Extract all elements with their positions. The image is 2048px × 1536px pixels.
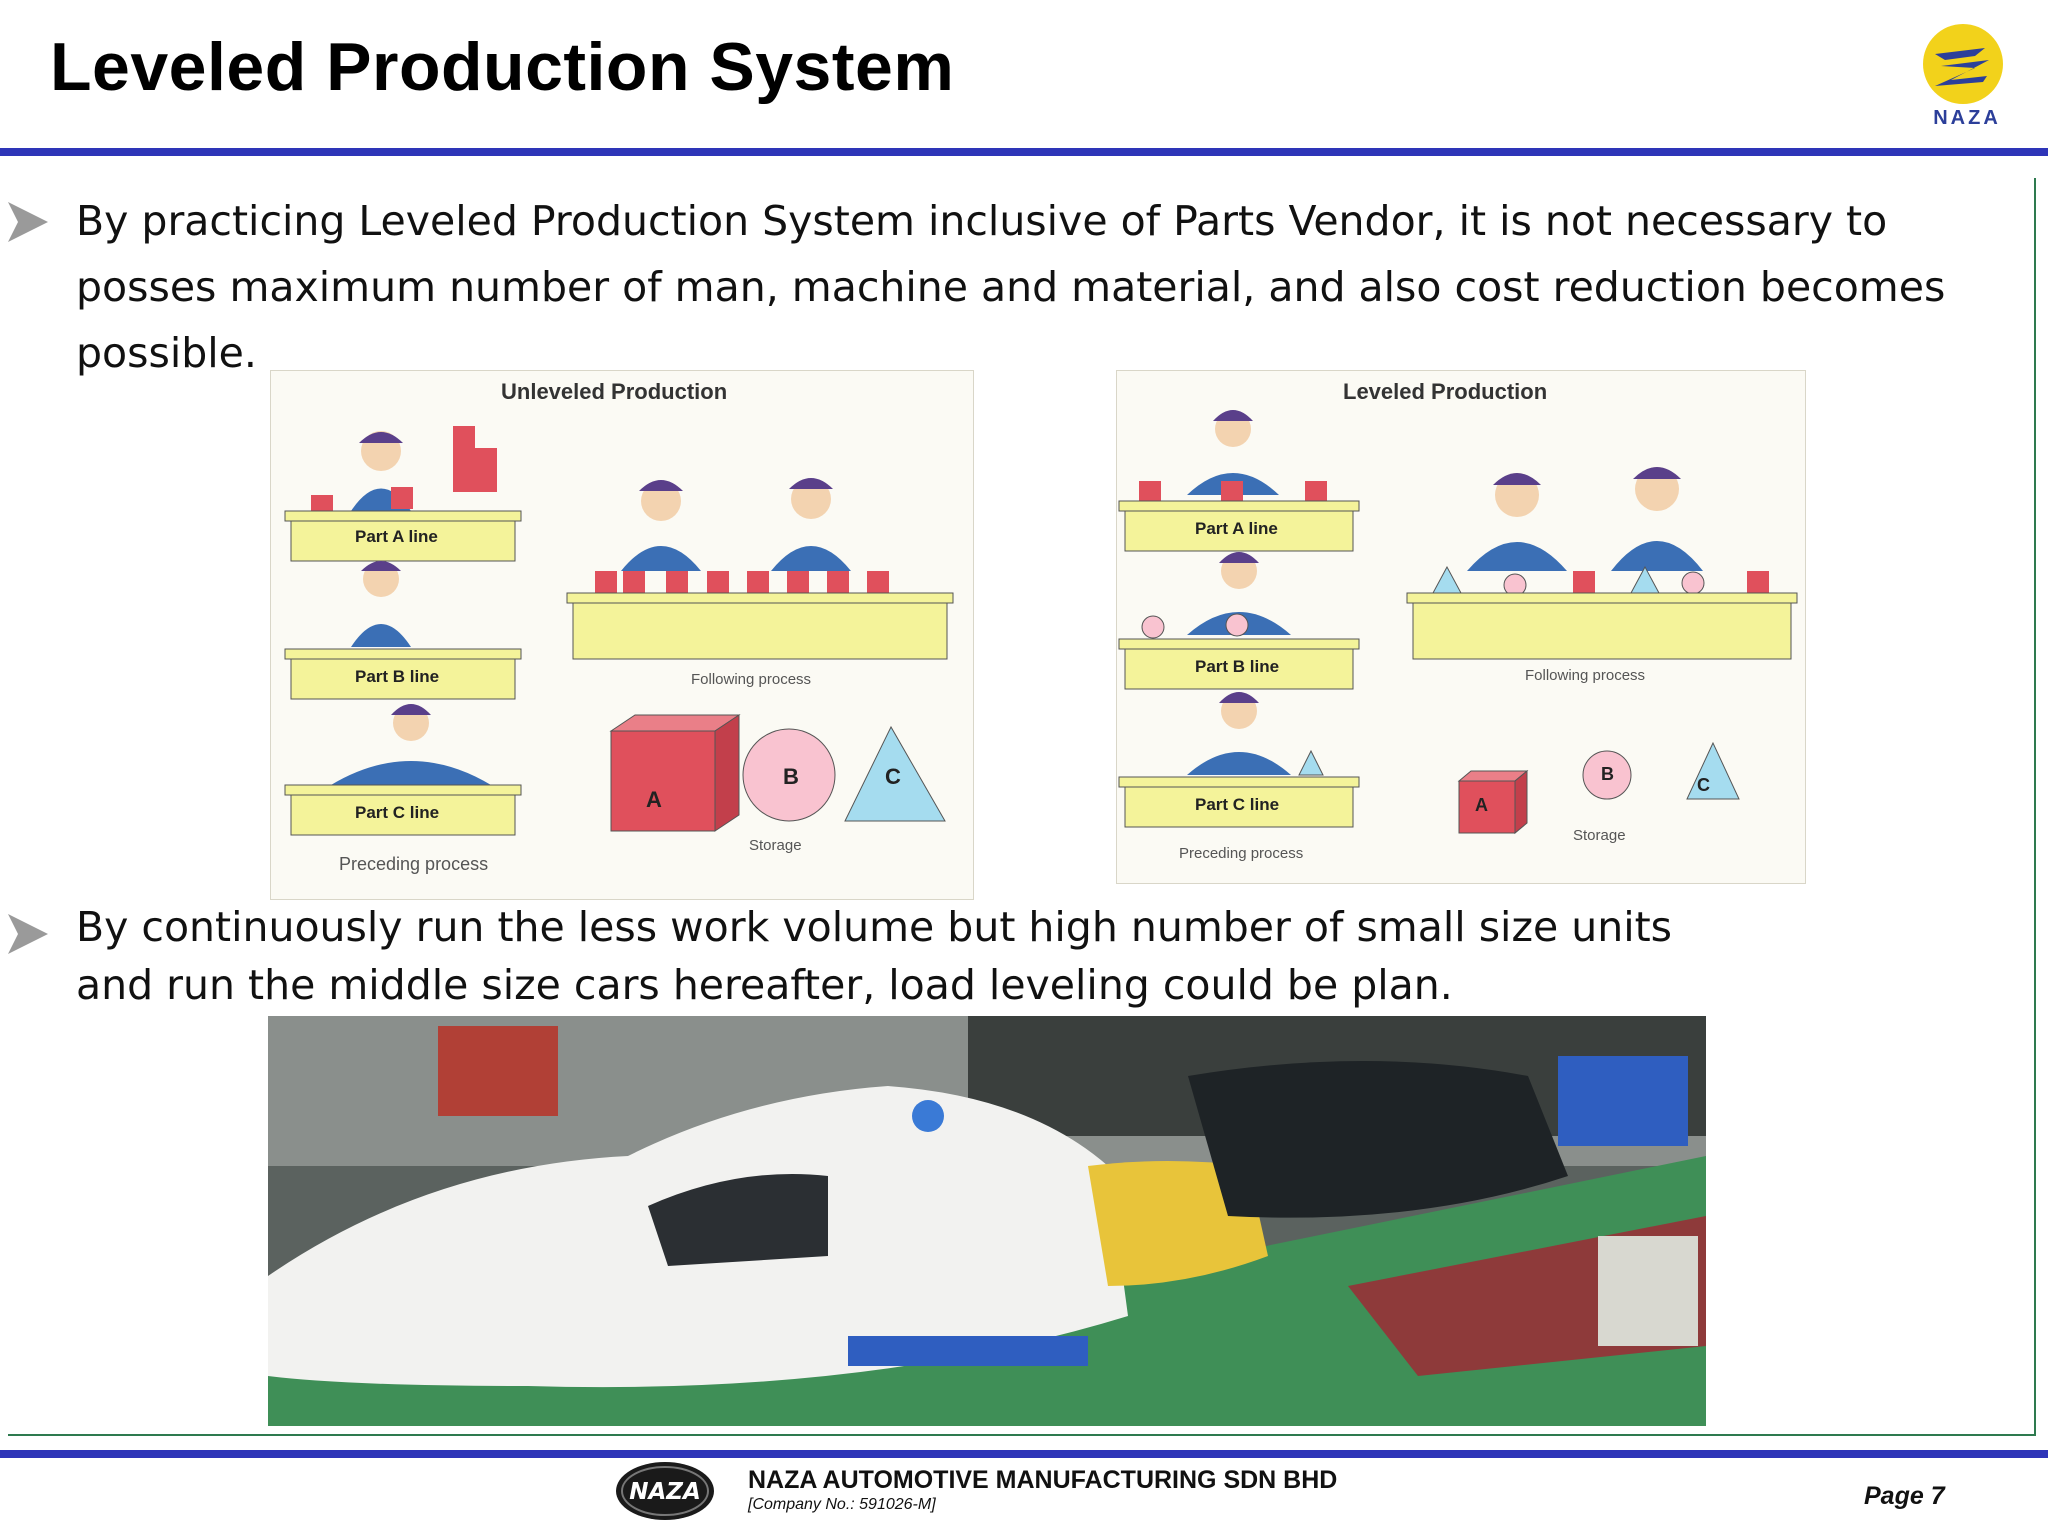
storage-shape-label-a: A [1475,795,1488,815]
unleveled-diagram-title: Unleveled Production [501,379,728,404]
leveled-diagram-title: Leveled Production [1343,379,1548,404]
line-label: Part A line [355,527,438,546]
storage-box-a [610,730,716,832]
bullet-1-line-3: possible. [76,329,257,377]
line-label: Part C line [355,803,440,822]
storage-shape-label-b: B [1601,764,1614,784]
content-frame-right [2034,178,2036,1436]
storage-caption: Storage [1573,827,1626,844]
footer-company-number: [Company No.: 591026-M] [748,1496,936,1513]
naza-footer-logo-icon: NAZA [616,1462,714,1520]
storage-shape-label-c: C [885,764,901,789]
bullet-1-line-2: posses maximum number of man, machine an… [76,263,1946,311]
header-rule [0,148,2048,156]
bullet-1: By practicing Leveled Production System … [76,188,2016,386]
footer-company-name: NAZA AUTOMOTIVE MANUFACTURING SDN BHD [748,1466,1338,1494]
following-process-caption: Following process [1525,667,1646,684]
assembly-line-photo [268,1016,1706,1426]
bullet-arrow-icon [8,914,48,954]
content-frame-bottom [8,1434,2036,1436]
storage-shape-label-b: B [783,764,799,789]
unleveled-production-diagram: Unleveled Production [270,370,974,900]
line-label: Part B line [1195,657,1280,676]
unleveled-illustration [284,426,954,836]
leveled-illustration [1118,410,1798,835]
naza-logo-icon: NAZA [1923,24,2003,129]
footer-logo-text: NAZA [629,1479,701,1505]
logo-text: NAZA [1933,107,2001,129]
line-label: Part B line [355,667,440,686]
preceding-process-caption: Preceding process [339,854,489,874]
line-label: Part A line [1195,519,1278,538]
storage-ball-b [742,728,836,822]
bullet-arrow-icon [8,202,48,242]
preceding-process-caption: Preceding process [1179,845,1304,862]
storage-cone-c [844,725,946,822]
bullet-1-line-1: By practicing Leveled Production System … [76,197,1888,245]
slide-title: Leveled Production System [50,29,955,105]
bullet-2: By continuously run the less work volume… [76,898,1796,1014]
bullet-2-line-2: and run the middle size cars hereafter, … [76,961,1453,1009]
page-number: Page 7 [1864,1482,1945,1510]
storage-shape-label-a: A [646,787,662,812]
line-label: Part C line [1195,795,1280,814]
storage-shape-label-c: C [1697,775,1710,795]
following-process-caption: Following process [691,671,812,688]
bullet-2-line-1: By continuously run the less work volume… [76,903,1673,951]
part-a-box [391,487,413,509]
footer-rule [0,1450,2048,1458]
storage-caption: Storage [749,837,802,854]
leveled-production-diagram: Leveled Production A B C P [1116,370,1806,884]
